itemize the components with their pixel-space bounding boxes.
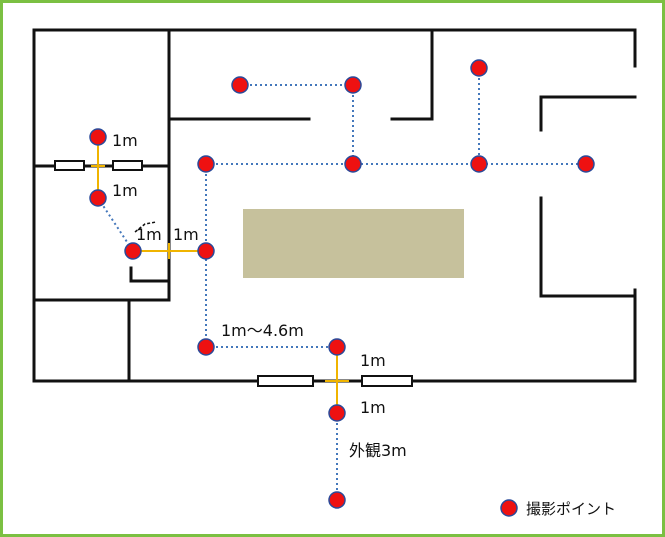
outer-wall-left [32, 28, 260, 383]
camera-point [577, 155, 595, 173]
label-left-upper: 1m [112, 131, 138, 150]
camera-point [328, 338, 346, 356]
label-entrance-upper: 1m [360, 351, 386, 370]
camera-point [470, 59, 488, 77]
wall-right-room-bottom [539, 196, 637, 298]
camera-points [89, 59, 595, 509]
legend-label: 撮影ポイント [526, 500, 616, 518]
openings [54, 160, 413, 387]
wall-right-room-top [539, 95, 637, 132]
door-swing-mark [134, 221, 157, 233]
label-left-lower: 1m [112, 181, 138, 200]
camera-point [89, 128, 107, 146]
camera-point [344, 76, 362, 94]
camera-point [124, 242, 142, 260]
camera-point [231, 76, 249, 94]
label-exterior: 外観3m [349, 441, 407, 460]
camera-point [470, 155, 488, 173]
window-left-b [112, 160, 143, 171]
wall-stub-left [129, 266, 171, 283]
center-block [243, 209, 464, 278]
camera-point [328, 491, 346, 509]
camera-point [197, 242, 215, 260]
camera-point [344, 155, 362, 173]
red-dot-icon [500, 499, 518, 517]
camera-point [197, 155, 215, 173]
measure-lines [91, 137, 349, 413]
camera-point [89, 189, 107, 207]
label-corridor-right: 1m [173, 225, 199, 244]
label-entrance-lower: 1m [360, 398, 386, 417]
outer-wall-right-bottom [410, 288, 637, 383]
window-entrance-left [257, 375, 314, 387]
window-entrance-right [361, 375, 413, 387]
camera-point [197, 338, 215, 356]
legend: 撮影ポイント [500, 499, 616, 518]
label-corridor-left: 1m [136, 225, 162, 244]
window-left-a [54, 160, 85, 171]
path-diagonal [97, 197, 134, 252]
camera-point [328, 404, 346, 422]
label-range: 1m〜4.6m [221, 321, 304, 340]
